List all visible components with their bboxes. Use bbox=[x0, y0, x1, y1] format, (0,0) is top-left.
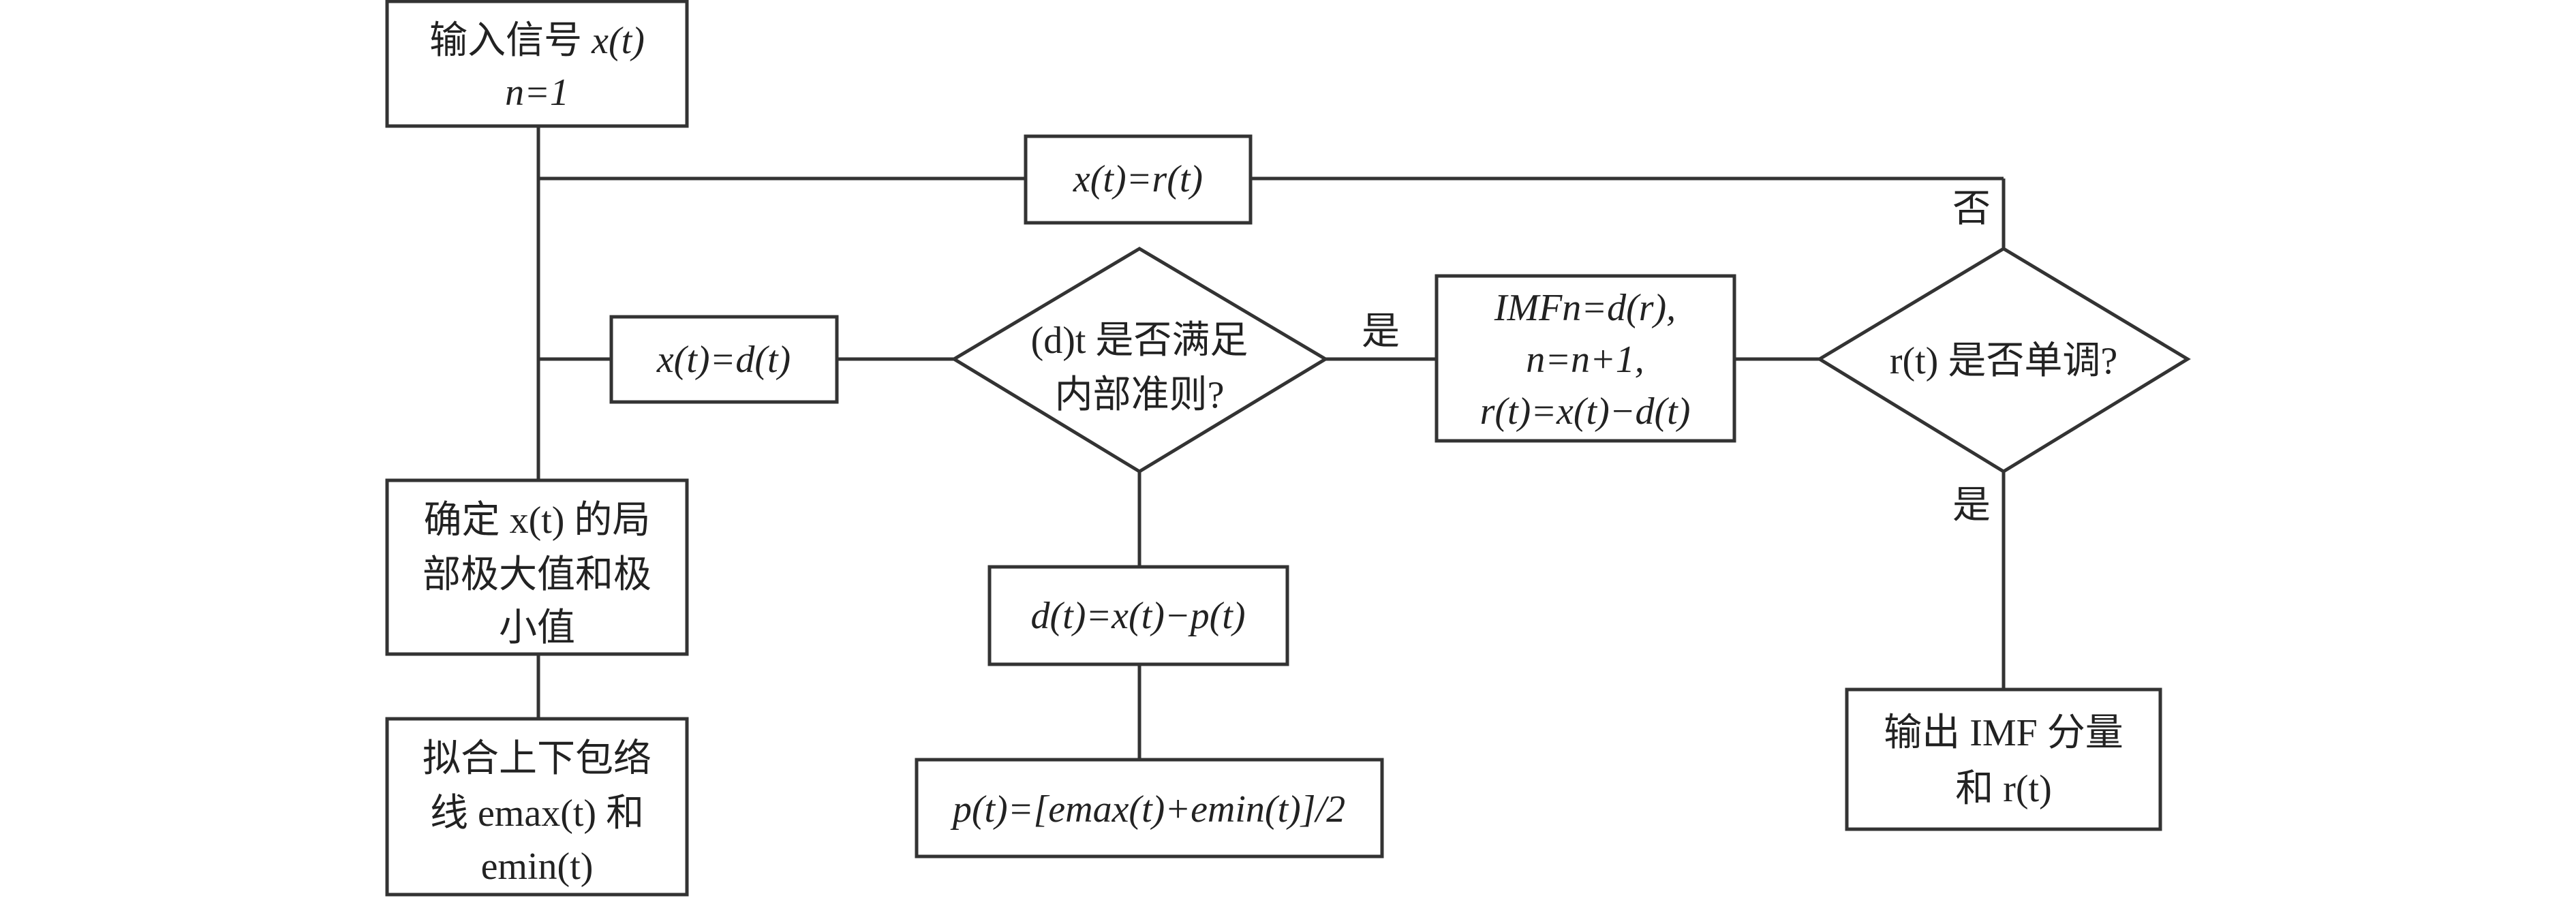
compute-d-label: d(t)=x(t)−p(t) bbox=[1031, 595, 1246, 637]
compute-p-box: p(t)=[emax(t)+emin(t)]/2 bbox=[915, 758, 1384, 858]
connector-lines bbox=[536, 126, 2006, 760]
input-label: 输入信号 bbox=[429, 20, 582, 62]
edge-label-no-monotonic: 否 bbox=[1952, 188, 1991, 230]
fit-envelope-line1: 拟合上下包络 bbox=[423, 738, 651, 780]
edge-label-yes-imf: 是 bbox=[1362, 311, 1400, 353]
check-imf-diamond: (d)t 是否满足 内部准则? bbox=[951, 247, 1329, 474]
check-monotonic-diamond: r(t) 是否单调? bbox=[1816, 247, 2191, 474]
edge-labels: 是 否 是 bbox=[1362, 188, 1991, 527]
reassign-r-label: x(t)=r(t) bbox=[1073, 158, 1203, 200]
output-line1: 输出 IMF 分量 bbox=[1884, 712, 2123, 754]
imf-update-line3: r(t)=x(t)−d(t) bbox=[1480, 390, 1691, 433]
imf-update-box: IMFn=d(r), n=n+1, r(t)=x(t)−d(t) bbox=[1435, 274, 1736, 443]
check-monotonic-label: r(t) 是否单调? bbox=[1890, 340, 2117, 382]
check-imf-line2: 内部准则? bbox=[1055, 374, 1225, 416]
find-extrema-line2: 部极大值和极 bbox=[423, 554, 651, 596]
imf-update-line2: n=n+1, bbox=[1526, 339, 1644, 381]
fit-envelope-box: 拟合上下包络 线 emax(t) 和 emin(t) bbox=[385, 717, 689, 897]
reassign-d-box: x(t)=d(t) bbox=[609, 315, 839, 404]
output-line2: 和 r(t) bbox=[1955, 768, 2052, 810]
imf-update-line1: IMFn=d(r), bbox=[1494, 287, 1676, 329]
output-box: 输出 IMF 分量 和 r(t) bbox=[1845, 687, 2162, 831]
find-extrema-box: 确定 x(t) 的局 部极大值和极 小值 bbox=[385, 478, 689, 656]
find-extrema-line3: 小值 bbox=[499, 607, 575, 649]
compute-p-label: p(t)=[emax(t)+emin(t)]/2 bbox=[950, 788, 1345, 831]
reassign-d-label: x(t)=d(t) bbox=[656, 339, 791, 381]
input-n-init: n=1 bbox=[505, 72, 569, 114]
reassign-r-box: x(t)=r(t) bbox=[1024, 134, 1253, 225]
edge-label-yes-monotonic: 是 bbox=[1952, 484, 1991, 527]
find-extrema-line1: 确定 x(t) 的局 bbox=[424, 499, 651, 542]
svg-text:输入信号 x(t): 输入信号 x(t) bbox=[429, 20, 645, 62]
check-imf-line1: (d)t 是否满足 bbox=[1031, 320, 1248, 362]
fit-envelope-line2: 线 emax(t) 和 bbox=[430, 792, 644, 835]
compute-d-box: d(t)=x(t)−p(t) bbox=[987, 565, 1289, 666]
input-signal-box: 输入信号 x(t) n=1 bbox=[385, 0, 689, 128]
fit-envelope-line3: emin(t) bbox=[481, 846, 594, 888]
input-var: x(t) bbox=[591, 20, 645, 62]
